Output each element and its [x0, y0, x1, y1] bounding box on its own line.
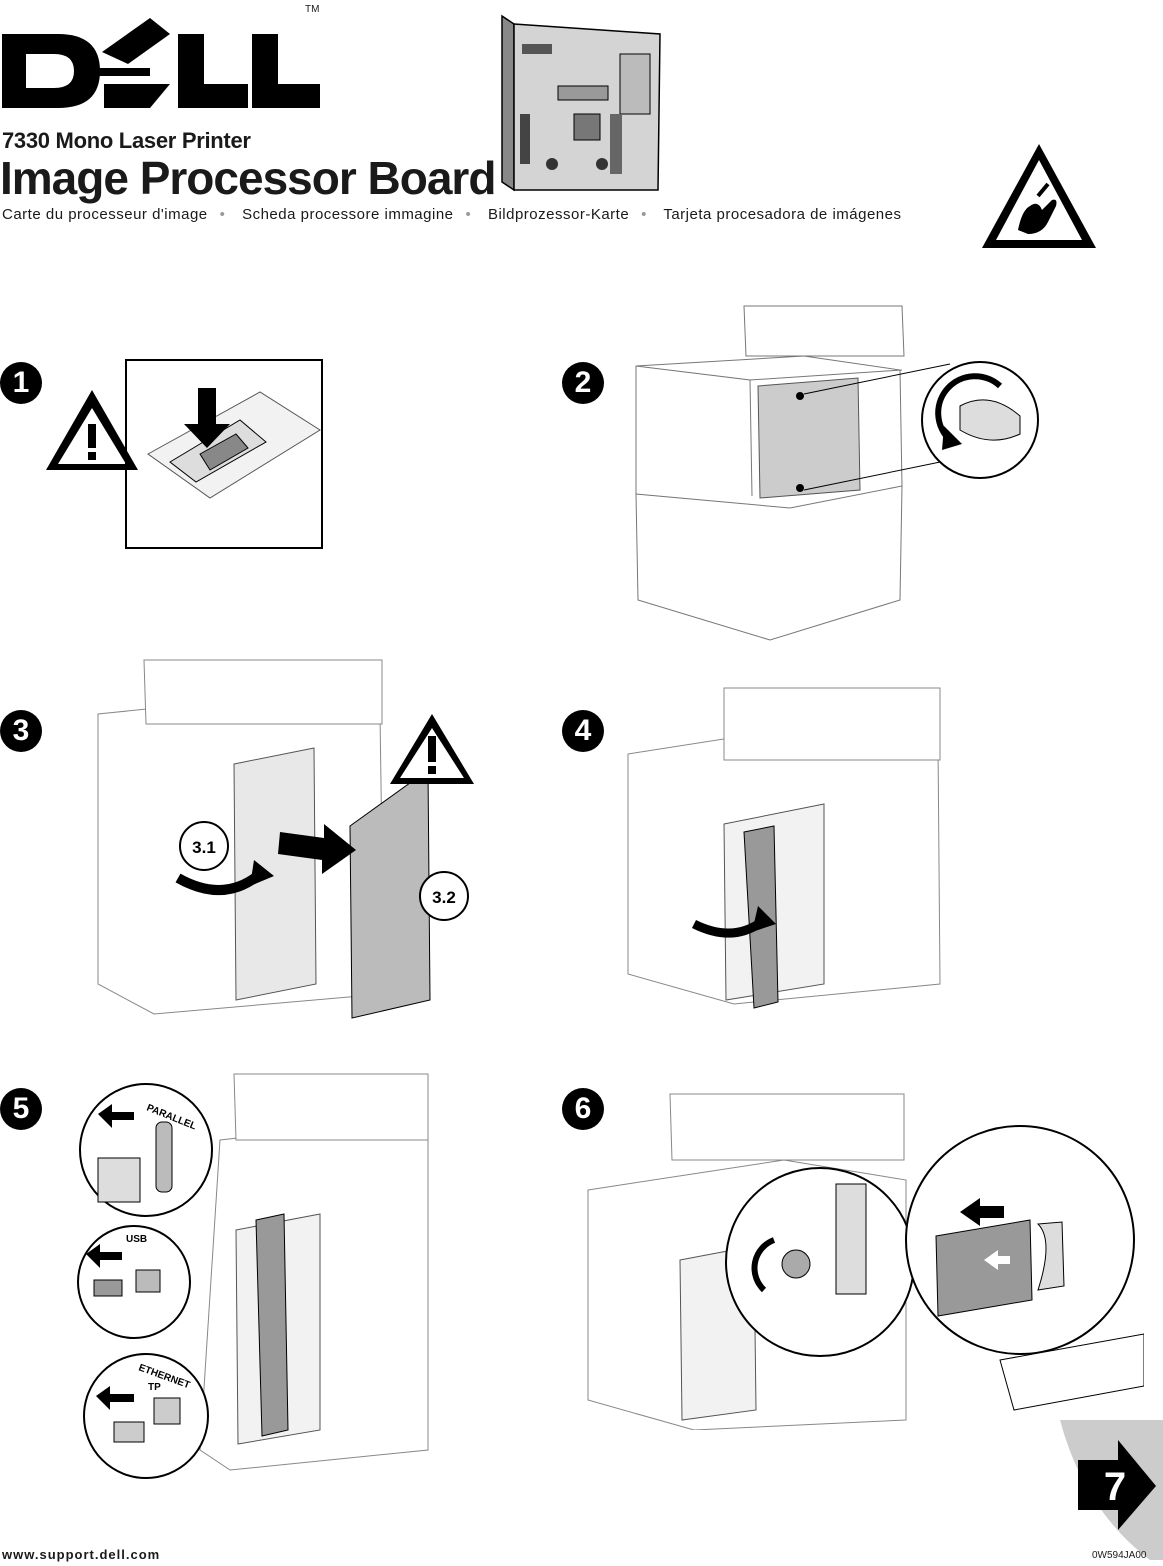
step-number-3: 3 [0, 710, 42, 752]
step-4-illustration [627, 687, 941, 1009]
step-3-illustration: 3.1 3.2 [97, 659, 474, 1019]
step-5-illustration: PARALLEL USB ETHERNET TP [77, 1073, 429, 1479]
step-6-illustration [587, 1093, 1144, 1430]
power-switch-icon [199, 433, 249, 471]
step-number-4: 4 [562, 710, 604, 752]
port-label-tp: TP [148, 1382, 161, 1393]
processor-board-illustration [501, 14, 661, 192]
step-2-illustration [635, 305, 1039, 641]
step-number-1: 1 [0, 362, 42, 404]
callout-3-1: 3.1 [192, 838, 216, 857]
translation-fr: Carte du processeur d'image [2, 206, 208, 223]
document-code: 0W594JA00 [1092, 1550, 1147, 1561]
callout-3-2: 3.2 [432, 888, 456, 907]
next-page-number: 7 [1103, 1465, 1127, 1509]
trademark: TM [305, 4, 320, 15]
next-arrow-icon [1078, 1440, 1156, 1530]
dell-logo [2, 18, 320, 108]
port-label-usb: USB [126, 1234, 147, 1245]
product-name: 7330 Mono Laser Printer [2, 128, 251, 153]
translation-es: Tarjeta procesadora de imágenes [663, 206, 902, 223]
page-title: Image Processor Board [0, 152, 496, 204]
translation-de: Bildprozessor-Karte [487, 206, 630, 223]
translations: Carte du processeur d'image• Scheda proc… [2, 206, 902, 223]
step-number-6: 6 [562, 1088, 604, 1130]
esd-hand-icon [982, 144, 1096, 248]
next-page-corner [1060, 1420, 1163, 1560]
translation-it: Scheda processore immagine [242, 206, 454, 223]
step-1-illustration [46, 359, 323, 549]
step-number-5: 5 [0, 1088, 42, 1130]
step-number-2: 2 [562, 362, 604, 404]
support-url[interactable]: www.support.dell.com [2, 1547, 161, 1562]
